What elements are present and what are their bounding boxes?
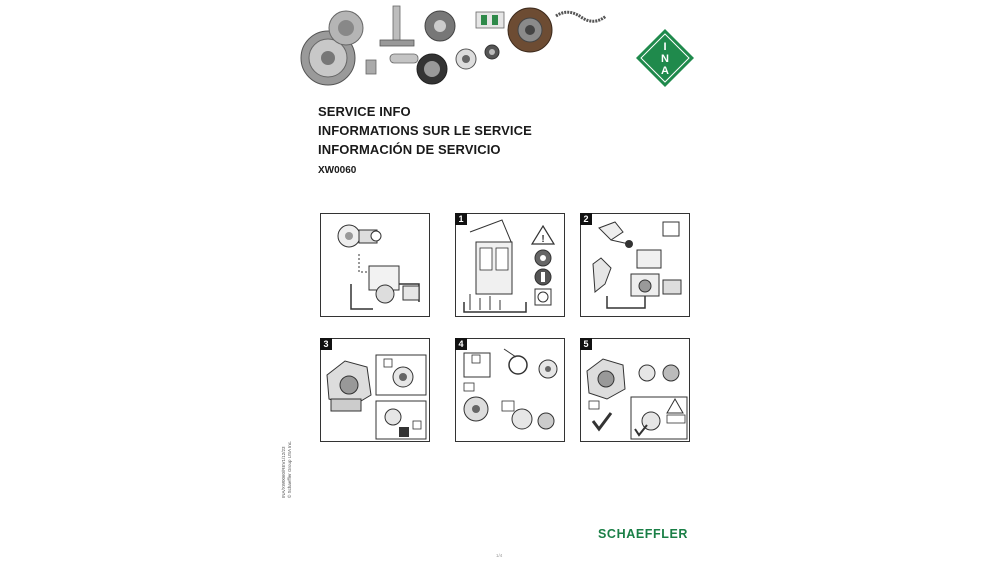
title-english: SERVICE INFO [318, 104, 411, 119]
ventilation-icon [534, 249, 552, 267]
instruction-panel-step-2: 2 [580, 213, 690, 317]
step-number-badge: 2 [580, 213, 592, 225]
tool-icon [662, 221, 680, 237]
document-reference-side-text: INA/XW0060/REV1/12/23 © Schaeffler Group… [281, 438, 293, 498]
document-code: XW0060 [318, 165, 357, 176]
svg-text:!: ! [541, 234, 544, 245]
instruction-panel-step-3: 3 [320, 338, 430, 442]
ina-logo-letter-n: N [661, 53, 669, 65]
step-number-badge: 5 [580, 338, 592, 350]
recycling-icon [534, 288, 552, 306]
ina-logo-letter-i: I [663, 41, 666, 53]
instruction-panel-step-5: 5 [580, 338, 690, 442]
step-4-illustration [463, 348, 558, 430]
product-banner-image [300, 5, 607, 86]
ina-logo-letter-a: A [661, 65, 669, 77]
step-number-badge: 3 [320, 338, 332, 350]
pump-overview-illustration [337, 224, 420, 310]
step-number-badge: 1 [455, 213, 467, 225]
page-number: 1/4 [496, 553, 503, 558]
schaeffler-logo: SCHAEFFLER [598, 527, 689, 541]
copyright-notice: © Schaeffler Group USA Inc. [287, 440, 292, 498]
fire-extinguisher-icon [534, 268, 552, 286]
step-number-badge: 4 [455, 338, 467, 350]
instruction-panel-overview [320, 213, 430, 317]
warning-triangle-icon: ! [530, 224, 556, 245]
step-2-illustration [592, 221, 682, 309]
ina-logo: I N A [636, 29, 694, 87]
step-3-illustration [326, 354, 427, 440]
instruction-panel-step-1: 1 ! [455, 213, 565, 317]
title-spanish: INFORMACIÓN DE SERVICIO [318, 142, 501, 157]
title-block: SERVICE INFO INFORMATIONS SUR LE SERVICE… [318, 102, 532, 176]
step-1-illustration: ! [463, 219, 556, 313]
instruction-panel-step-4: 4 [455, 338, 565, 442]
step-5-illustration [586, 358, 688, 440]
title-french: INFORMATIONS SUR LE SERVICE [318, 123, 532, 138]
